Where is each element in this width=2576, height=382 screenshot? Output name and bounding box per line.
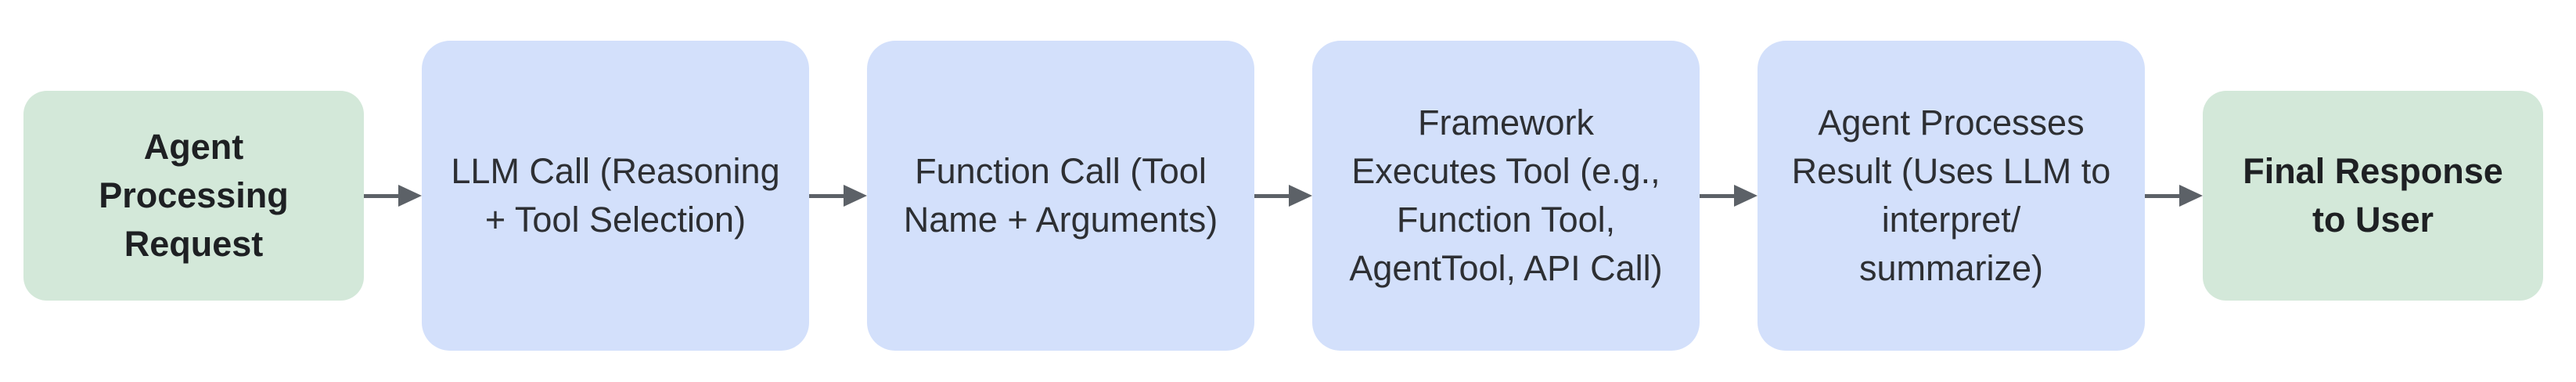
- arrow-right-icon: [1700, 185, 1758, 207]
- arrow-right-icon: [364, 185, 422, 207]
- node-label: Framework Executes Tool (e.g., Function …: [1349, 103, 1663, 288]
- arrow-right-icon: [2145, 185, 2203, 207]
- arrow-head: [1289, 185, 1312, 207]
- arrow-shaft: [1700, 193, 1734, 198]
- arrow-right-icon: [809, 185, 867, 207]
- flow-node-llm-call: LLM Call (Reasoning + Tool Selection): [422, 41, 809, 351]
- node-label: Agent Processes Result (Uses LLM to inte…: [1791, 103, 2111, 288]
- node-label: Function Call (Tool Name + Arguments): [903, 151, 1218, 240]
- arrow-head: [2179, 185, 2203, 207]
- flow-node-function-call: Function Call (Tool Name + Arguments): [867, 41, 1254, 351]
- node-label: Final Response to User: [2243, 151, 2503, 240]
- flow-node-final-response-to-user: Final Response to User: [2203, 91, 2543, 301]
- arrow-head: [1734, 185, 1758, 207]
- arrow-shaft: [2145, 193, 2179, 198]
- arrow-head: [844, 185, 867, 207]
- node-label: Agent Processing Request: [99, 127, 289, 264]
- flow-node-agent-processes-result: Agent Processes Result (Uses LLM to inte…: [1758, 41, 2145, 351]
- flow-row: Agent Processing Request LLM Call (Reaso…: [23, 41, 2543, 351]
- arrow-head: [398, 185, 422, 207]
- node-label: LLM Call (Reasoning + Tool Selection): [451, 151, 780, 240]
- flow-node-agent-processing-request: Agent Processing Request: [23, 91, 364, 301]
- arrow-right-icon: [1254, 185, 1312, 207]
- arrow-shaft: [364, 193, 398, 198]
- flow-node-framework-executes-tool: Framework Executes Tool (e.g., Function …: [1312, 41, 1700, 351]
- arrow-shaft: [809, 193, 844, 198]
- arrow-shaft: [1254, 193, 1289, 198]
